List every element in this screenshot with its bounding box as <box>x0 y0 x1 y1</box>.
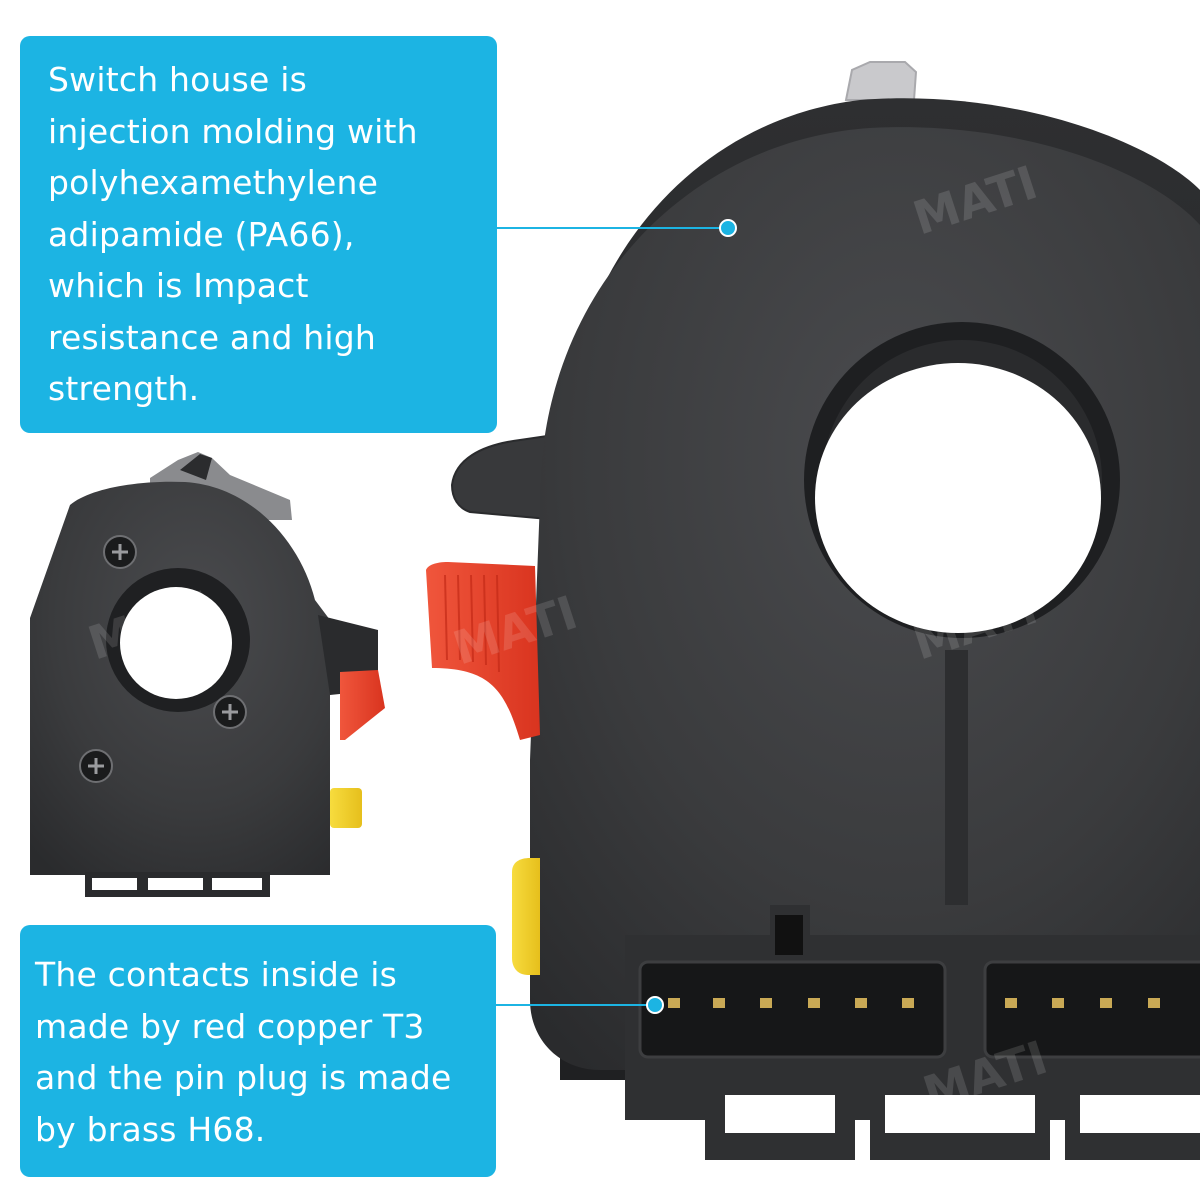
center-hole <box>815 363 1101 633</box>
small-red-lock-tab <box>340 670 385 740</box>
pin <box>1005 998 1017 1008</box>
leader-line-contacts <box>496 996 664 1014</box>
connector-key <box>775 915 803 955</box>
small-center-hole <box>120 587 232 699</box>
pin <box>808 998 820 1008</box>
yellow-connector-latch <box>512 858 540 975</box>
pin <box>1052 998 1064 1008</box>
top-clip <box>844 61 918 101</box>
callout-dot-icon <box>719 219 737 237</box>
small-yellow-latch <box>330 788 362 828</box>
small-clock-spring-view <box>30 452 385 897</box>
connector-socket-left <box>638 960 947 1059</box>
housing-material-callout: Switch house is injection molding with p… <box>20 36 497 433</box>
pin <box>902 998 914 1008</box>
callout-dot-icon <box>646 996 664 1014</box>
pin <box>760 998 772 1008</box>
connector-socket-right <box>983 960 1200 1059</box>
brass-pins <box>668 998 1160 1008</box>
bottom-latches <box>705 1080 1200 1160</box>
pin <box>855 998 867 1008</box>
red-lock-tab <box>426 562 540 740</box>
screw-icon <box>213 695 247 729</box>
pin <box>1100 998 1112 1008</box>
pin <box>713 998 725 1008</box>
contacts-material-callout: The contacts inside is made by red coppe… <box>20 925 496 1177</box>
leader-line-housing <box>497 219 737 237</box>
housing-material-text: Switch house is injection molding with p… <box>48 60 418 408</box>
screw-icon <box>103 535 137 569</box>
screw-icon <box>79 749 113 783</box>
watermark-text: MATI <box>497 135 634 225</box>
large-clock-spring-view <box>426 61 1200 1160</box>
housing-seam <box>945 650 968 905</box>
red-tab-ridges <box>444 574 500 673</box>
contacts-material-text: The contacts inside is made by red coppe… <box>35 955 452 1149</box>
pin <box>668 998 680 1008</box>
pin <box>1148 998 1160 1008</box>
